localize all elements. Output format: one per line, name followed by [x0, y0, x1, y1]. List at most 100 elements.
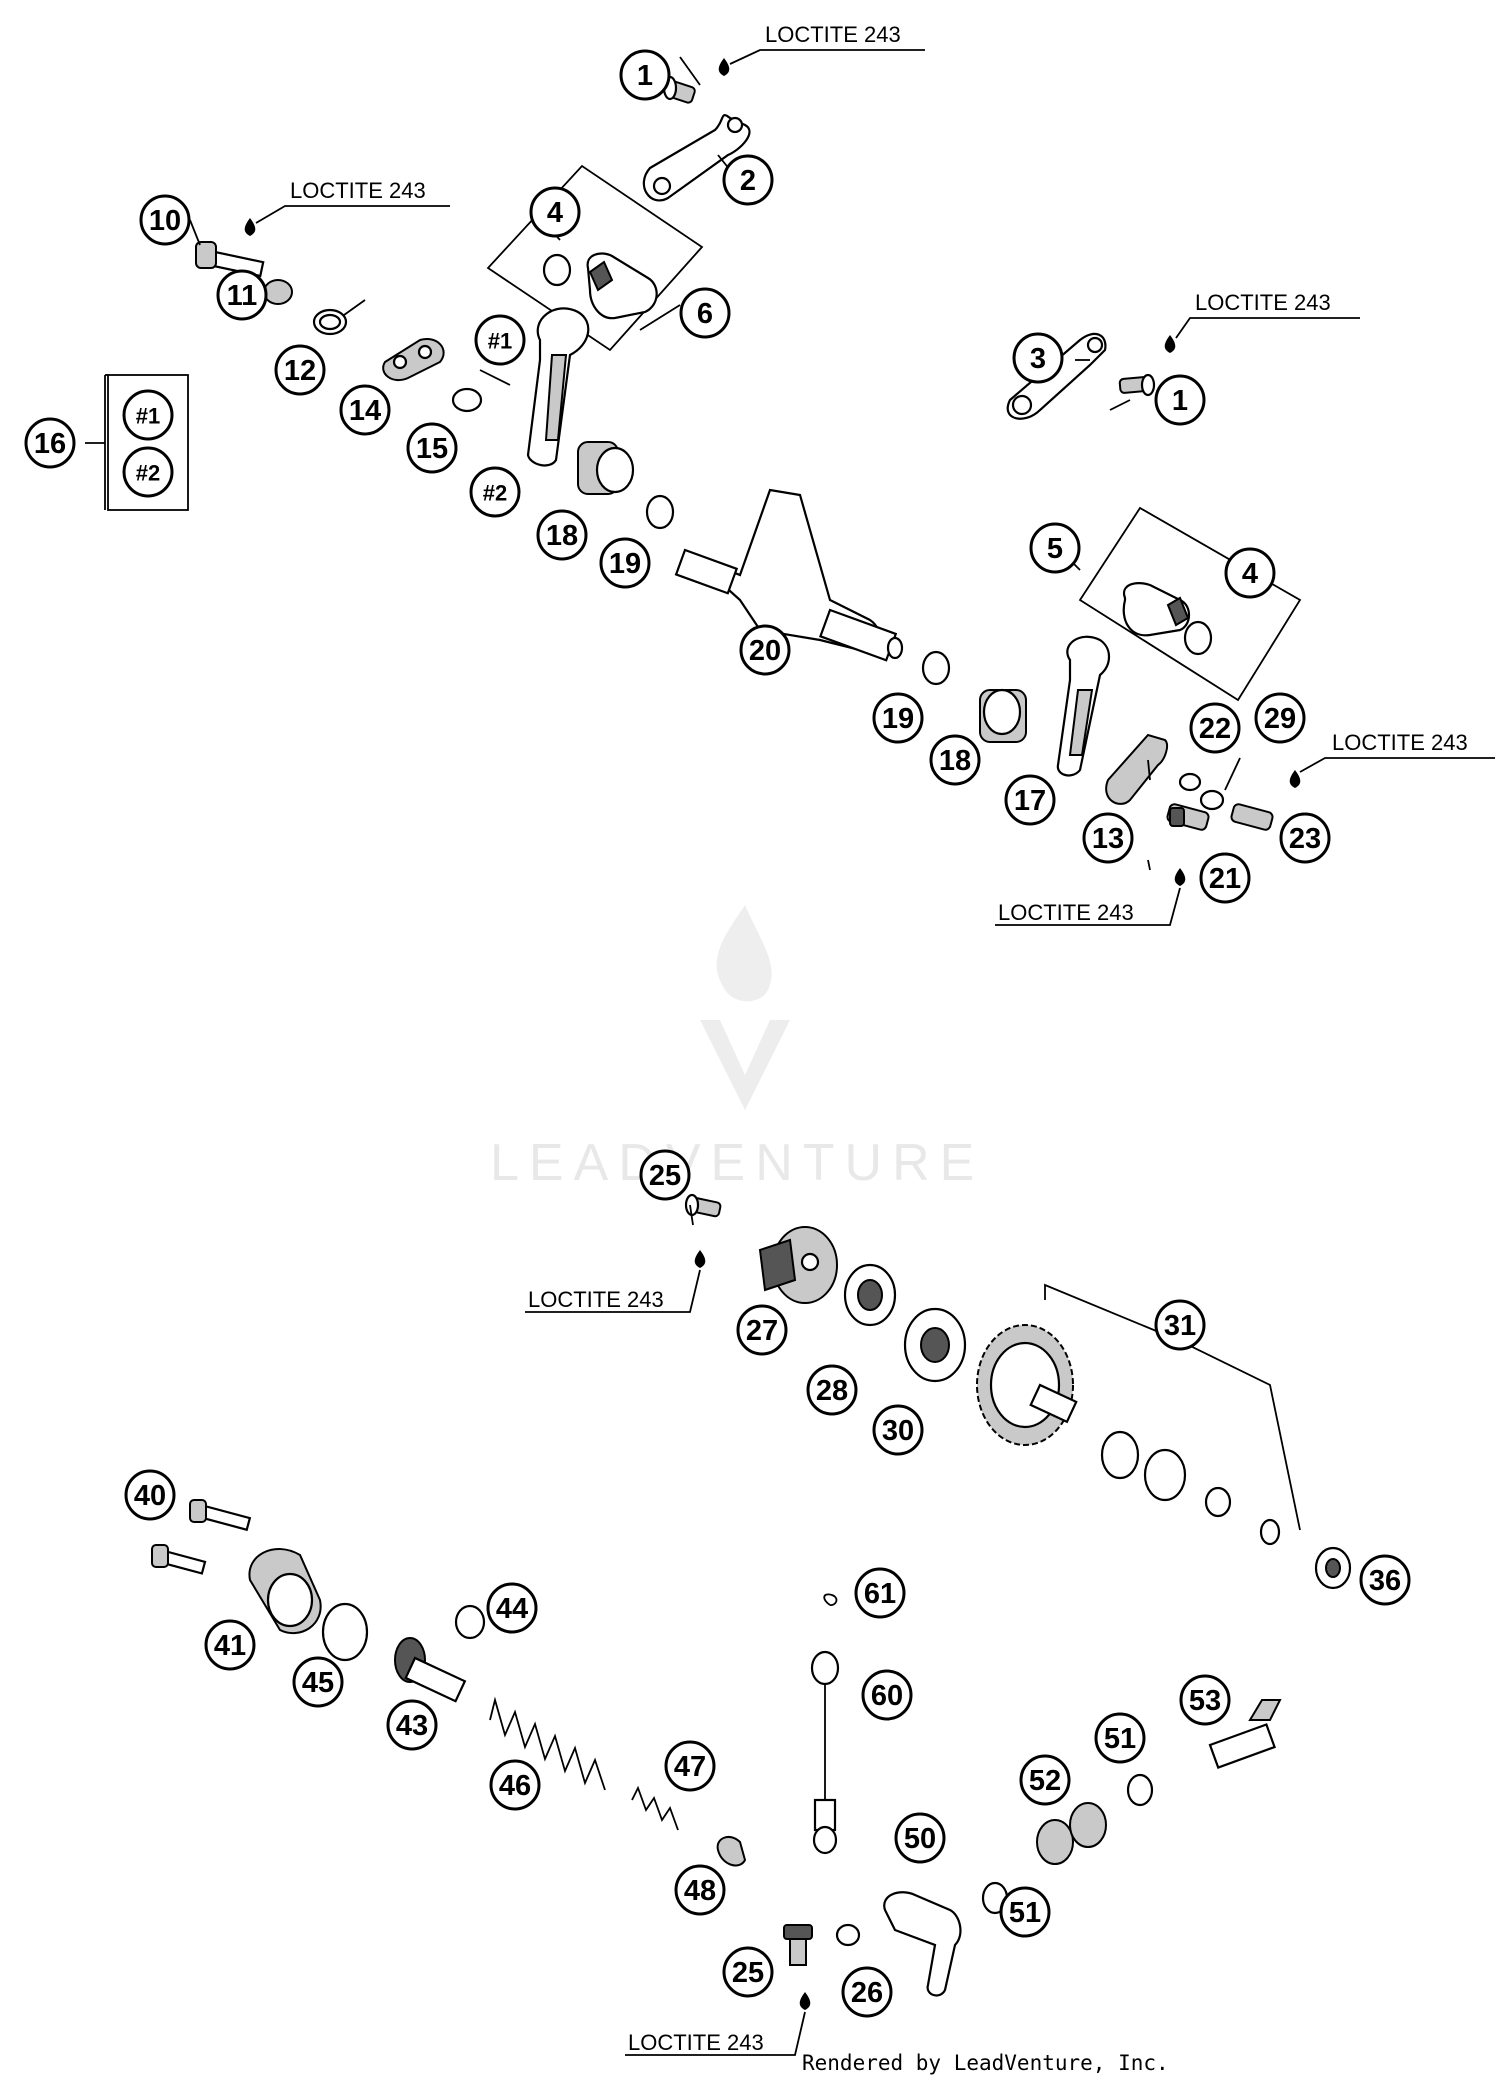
callout-c26: 26 — [841, 1966, 893, 2018]
part-31-gear — [976, 1324, 1078, 1446]
callout-number: 28 — [816, 1375, 848, 1407]
group-16-box — [107, 374, 189, 511]
callout-c12: 12 — [274, 344, 326, 396]
callout-c16h2: #2 — [122, 446, 174, 498]
callout-circle — [739, 624, 791, 676]
part-40-bolts — [151, 1499, 252, 1575]
callout-number: 18 — [939, 745, 971, 777]
callout-circle — [1012, 332, 1064, 384]
leader-lines — [85, 56, 1241, 1226]
part-12-spring — [312, 299, 366, 336]
loctite-label: LOCTITE 243 — [528, 1287, 664, 1312]
callout-circle — [1082, 812, 1134, 864]
callout-number: 1 — [1172, 385, 1188, 417]
loctite-label: LOCTITE 243 — [290, 178, 426, 203]
callout-number: 36 — [1369, 1565, 1401, 1597]
callout-c31: 31 — [1154, 1299, 1206, 1351]
callout-number: 21 — [1209, 863, 1241, 895]
callout-number: 12 — [284, 355, 316, 387]
callout-number: 14 — [349, 395, 381, 427]
callout-circle — [722, 1946, 774, 1998]
loctite-note-3: LOCTITE 243 — [1164, 290, 1360, 353]
loctite-label: LOCTITE 243 — [1332, 730, 1468, 755]
callout-circle — [1359, 1554, 1411, 1606]
callout-c11: 11 — [216, 269, 268, 321]
part-31-washer-b — [1143, 1448, 1187, 1502]
callout-number: 25 — [649, 1160, 681, 1192]
part-17-shift-arm-lower — [1056, 635, 1111, 777]
callout-circle — [639, 1149, 691, 1201]
callout-c19b: 19 — [872, 692, 924, 744]
part-31-clip — [1259, 1518, 1281, 1546]
loctite-label: LOCTITE 243 — [765, 22, 901, 47]
callout-number: 60 — [871, 1680, 903, 1712]
part-18-bushing-lower — [979, 688, 1027, 743]
callout-number: 61 — [864, 1578, 896, 1610]
callout-circle — [122, 389, 174, 441]
callout-c4b: 4 — [1224, 547, 1276, 599]
part-14-plate — [382, 338, 445, 381]
part-26-washer — [835, 1923, 861, 1947]
callout-number: 2 — [740, 165, 756, 197]
part-2-lever — [642, 113, 751, 202]
callout-number: 53 — [1189, 1685, 1221, 1717]
callout-c16h1: #1 — [122, 389, 174, 441]
part-50-fork — [883, 1891, 962, 1997]
part-shift-arm-upper — [526, 307, 590, 467]
callout-circle — [292, 1656, 344, 1708]
callout-number: 19 — [882, 703, 914, 735]
callout-circle — [1199, 852, 1251, 904]
callout-number: 17 — [1014, 785, 1046, 817]
callout-number: 43 — [396, 1710, 428, 1742]
callout-circle — [122, 446, 174, 498]
callout-circle — [619, 49, 671, 101]
callout-c45: 45 — [292, 1656, 344, 1708]
part-18-bushing-upper — [577, 441, 635, 495]
callout-circle — [1019, 1754, 1071, 1806]
callout-circle — [204, 1619, 256, 1671]
callout-c13: 13 — [1082, 812, 1134, 864]
callout-number: 27 — [746, 1315, 778, 1347]
callout-c25b: 25 — [722, 1946, 774, 1998]
loctite-label: LOCTITE 243 — [1195, 290, 1331, 315]
callout-number: 1 — [637, 60, 653, 92]
callout-number: 4 — [547, 197, 563, 229]
callout-c51a: 51 — [1094, 1712, 1146, 1764]
callout-circle — [736, 1304, 788, 1356]
part-30-bearing — [903, 1307, 967, 1383]
part-44-oring — [454, 1604, 486, 1640]
loctite-note-1: LOCTITE 243 — [718, 22, 925, 76]
callout-number: 5 — [1047, 533, 1063, 565]
callout-c20: 20 — [739, 624, 791, 676]
callout-number: 20 — [749, 635, 781, 667]
part-48-clip — [716, 1835, 747, 1867]
callout-ch2: #2 — [469, 466, 521, 518]
callout-c10: 10 — [139, 194, 191, 246]
part-1-screw-right — [1118, 373, 1156, 397]
callout-circle — [1154, 374, 1206, 426]
callout-number: #2 — [136, 461, 160, 486]
part-box-5-4 — [1078, 506, 1302, 702]
callout-c1b: 1 — [1154, 374, 1206, 426]
callout-number: 52 — [1029, 1765, 1061, 1797]
callout-circle — [469, 466, 521, 518]
callout-circle — [1029, 522, 1081, 574]
callout-circle — [664, 1740, 716, 1792]
part-25-screw-upper — [684, 1193, 722, 1218]
callout-number: 4 — [1242, 558, 1258, 590]
callout-c60: 60 — [861, 1669, 913, 1721]
callout-circle — [841, 1966, 893, 2018]
loctite-note-7: LOCTITE 243 — [625, 1992, 811, 2056]
part-20-shift-shaft — [674, 488, 904, 662]
callout-circle — [1189, 702, 1241, 754]
callout-number: 25 — [732, 1957, 764, 1989]
part-53-lever — [1208, 1699, 1282, 1769]
callout-c6: 6 — [679, 287, 731, 339]
callout-c4a: 4 — [529, 186, 581, 238]
callout-circle — [274, 344, 326, 396]
callout-number: 48 — [684, 1875, 716, 1907]
callout-number: 47 — [674, 1751, 706, 1783]
part-61-clip — [823, 1593, 838, 1606]
callout-circle — [1094, 1712, 1146, 1764]
callout-c14: 14 — [339, 384, 391, 436]
